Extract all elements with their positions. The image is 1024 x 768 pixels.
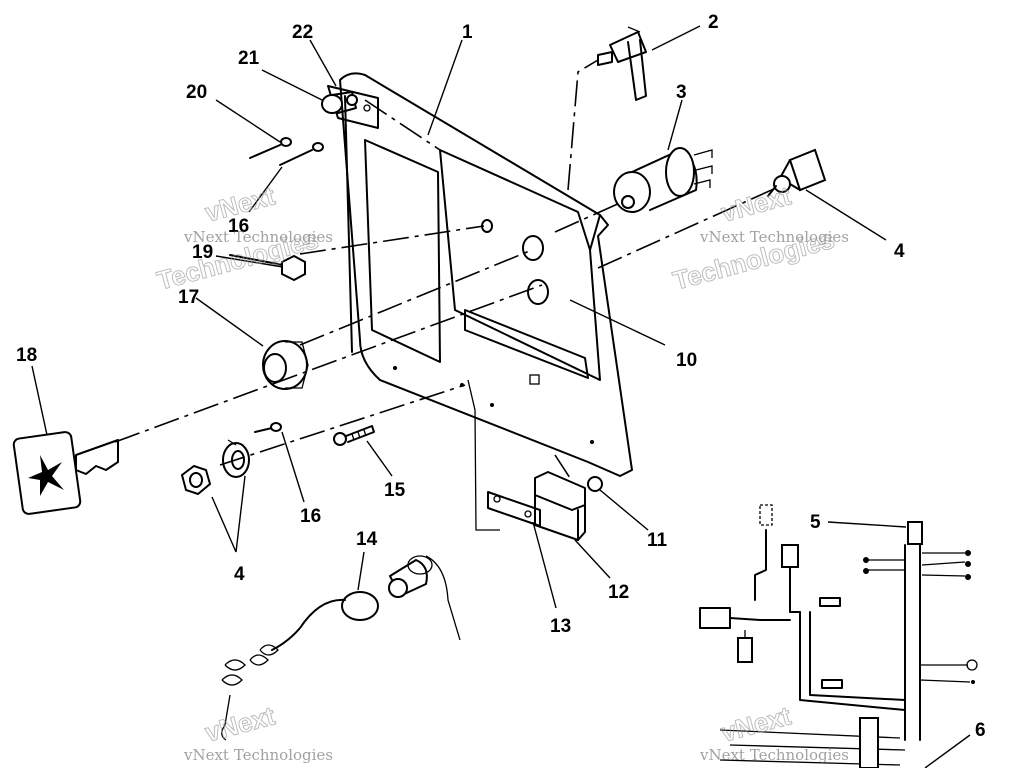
watermark-text: vNext Technologies (183, 228, 333, 246)
watermark-bottom-right: vNext Technologies vNext (699, 700, 849, 764)
switch-2 (597, 26, 647, 101)
dash-panel (339, 72, 633, 531)
callout-16-bottom: 16 (300, 506, 321, 527)
screw-16-top (279, 142, 324, 166)
knob-21 (321, 91, 358, 114)
callout-20: 20 (186, 82, 207, 103)
plate-13 (487, 491, 541, 527)
screw-16-bottom (254, 422, 282, 433)
callout-labels: 1 2 3 4 4 5 6 10 11 12 13 14 15 16 16 17… (16, 12, 986, 741)
wiring-harness-5 (699, 504, 978, 768)
callout-2: 2 (708, 12, 719, 33)
callout-13: 13 (550, 616, 571, 637)
callout-14: 14 (356, 529, 378, 550)
watermark-brand: vNext (718, 700, 794, 747)
callout-12: 12 (608, 582, 629, 603)
watermark-left: vNext Technologies vNext Technologies (153, 180, 333, 296)
callout-18: 18 (16, 345, 37, 366)
nut-11 (587, 476, 603, 492)
callout-22: 22 (292, 22, 313, 43)
callout-17: 17 (178, 287, 199, 308)
nut-washer-4 (180, 439, 250, 496)
ring-nut-17 (262, 340, 309, 390)
screw-20 (249, 137, 292, 159)
callout-5: 5 (810, 512, 821, 533)
callout-3: 3 (676, 82, 687, 103)
callout-15: 15 (384, 480, 406, 501)
callout-4-left: 4 (234, 564, 245, 585)
callout-21: 21 (238, 48, 260, 69)
ignition-switch-3 (613, 147, 713, 213)
leader-lines (31, 25, 971, 768)
watermark-brand: vNext (202, 700, 278, 747)
watermark-bottom-left: vNext Technologies vNext (183, 700, 333, 764)
bolt-15 (333, 425, 375, 446)
callout-4-right: 4 (894, 241, 905, 262)
ignition-key-18 (12, 431, 119, 515)
callout-16-top: 16 (228, 216, 249, 237)
callout-1: 1 (462, 22, 473, 43)
watermark-text: vNext Technologies (699, 228, 849, 246)
callout-11: 11 (647, 530, 668, 551)
callout-19: 19 (192, 242, 213, 263)
callout-6: 6 (975, 720, 986, 741)
nut-19 (229, 254, 306, 282)
watermark-right: vNext Technologies vNext Technologies (669, 180, 849, 296)
lanyard-14 (221, 555, 461, 741)
toggle-switch-4 (767, 148, 827, 197)
callout-10: 10 (676, 350, 697, 371)
watermark-brand: vNext (718, 180, 794, 227)
bracket-12 (534, 471, 586, 541)
alignment-lines (114, 59, 777, 479)
watermark-text: vNext Technologies (699, 746, 849, 764)
watermark-text: vNext Technologies (183, 746, 333, 764)
